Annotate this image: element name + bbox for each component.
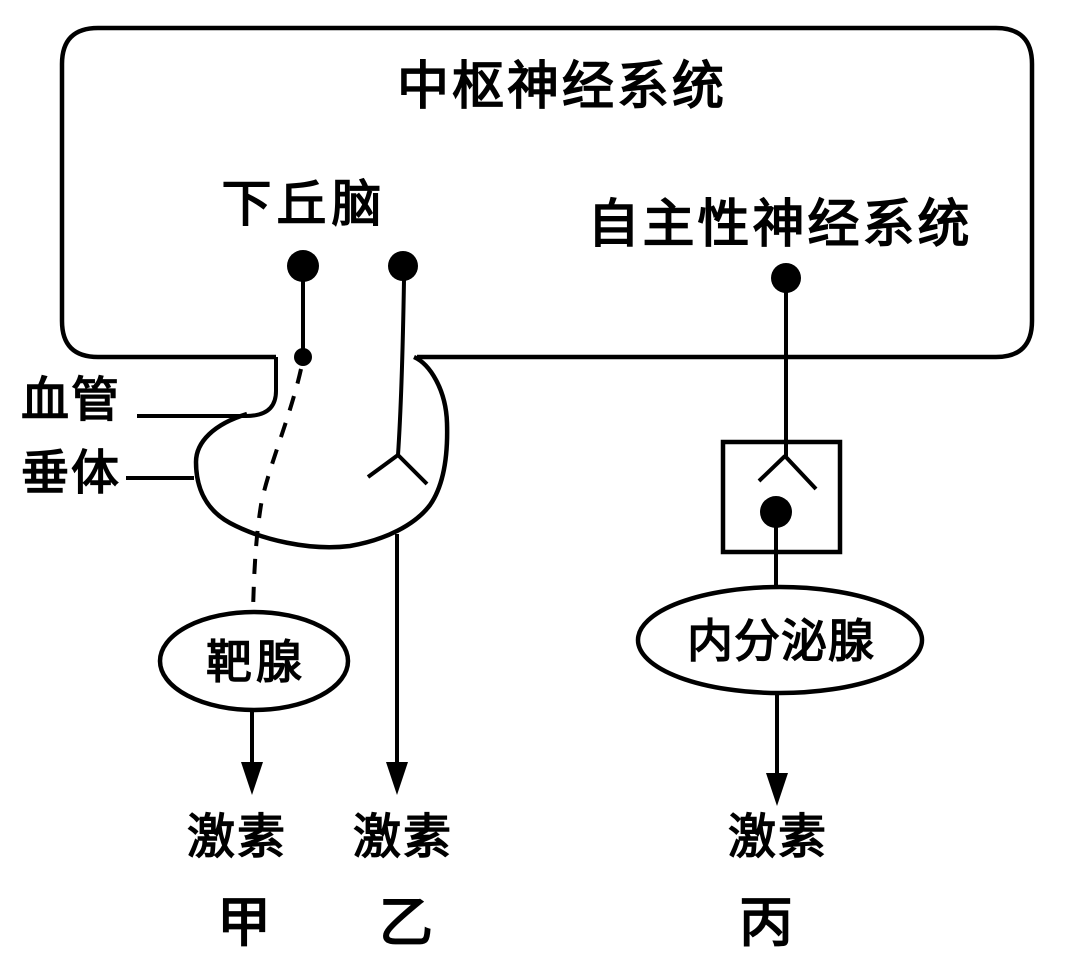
- postganglionic-soma: [760, 496, 792, 528]
- hormone-c-arrowhead: [766, 773, 788, 806]
- hormone-a-arrowhead: [241, 762, 263, 795]
- hypothalamus-label: 下丘脑: [222, 176, 387, 232]
- pituitary-body: [193, 354, 450, 550]
- target-gland-label: 靶腺: [206, 637, 306, 688]
- pituitary-label: 垂体: [21, 447, 121, 500]
- cns-box: [59, 25, 1035, 360]
- endocrine-gland-label: 内分泌腺: [687, 616, 875, 667]
- hormone-a-name: 甲: [217, 893, 271, 953]
- neuron2-axon: [396, 279, 406, 456]
- blood-vessel-label: 血管: [21, 374, 121, 427]
- endocrine-gland-ellipse: [635, 584, 925, 696]
- hormone-a-text: 激素: [187, 811, 287, 864]
- hormone-c-text: 激素: [728, 811, 828, 864]
- ganglion-box: [720, 439, 843, 555]
- hormone-b-arrowhead: [386, 762, 408, 795]
- target-gland-ellipse: [157, 609, 351, 713]
- autonomic-axon-terminal-icon: [757, 454, 818, 491]
- hormone-b-name: 乙: [379, 893, 433, 953]
- hormone-b-text: 激素: [353, 811, 453, 864]
- autonomic-neuron-soma: [771, 263, 801, 293]
- neuron1-terminal-dot: [294, 348, 312, 366]
- neuron1-soma: [287, 250, 319, 282]
- neuron2-soma: [388, 251, 418, 281]
- cns-title: 中枢神经系统: [397, 58, 727, 116]
- neuron2-axon-terminal-icon: [366, 453, 429, 486]
- hormone-c-name: 丙: [739, 893, 793, 953]
- autonomic-ns-label: 自主性神经系统: [587, 196, 972, 254]
- blood-vessel-pointer-line: [137, 357, 278, 418]
- portal-hormone-dashed-path: [251, 368, 303, 611]
